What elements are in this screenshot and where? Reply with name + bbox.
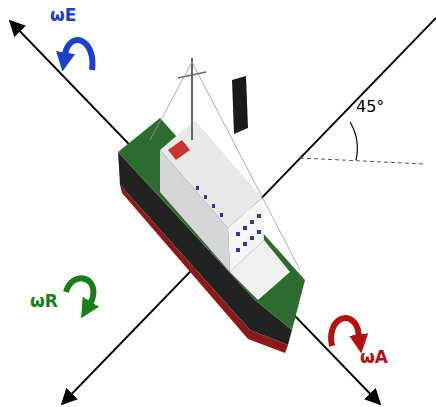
roll-axis bbox=[10, 21, 380, 404]
ship bbox=[118, 58, 305, 353]
rotation-arrow bbox=[64, 40, 92, 70]
rotation-label: ωR bbox=[30, 292, 58, 311]
reference-line bbox=[300, 158, 425, 164]
rotation-arrow bbox=[66, 278, 93, 310]
angle-arc bbox=[350, 122, 357, 160]
pitch-axis bbox=[62, 18, 436, 404]
rotation-label: ωA bbox=[360, 348, 388, 367]
rotation-arrow bbox=[331, 318, 360, 346]
rotation-label: ωE bbox=[50, 6, 76, 25]
angle-label: 45° bbox=[356, 98, 384, 116]
